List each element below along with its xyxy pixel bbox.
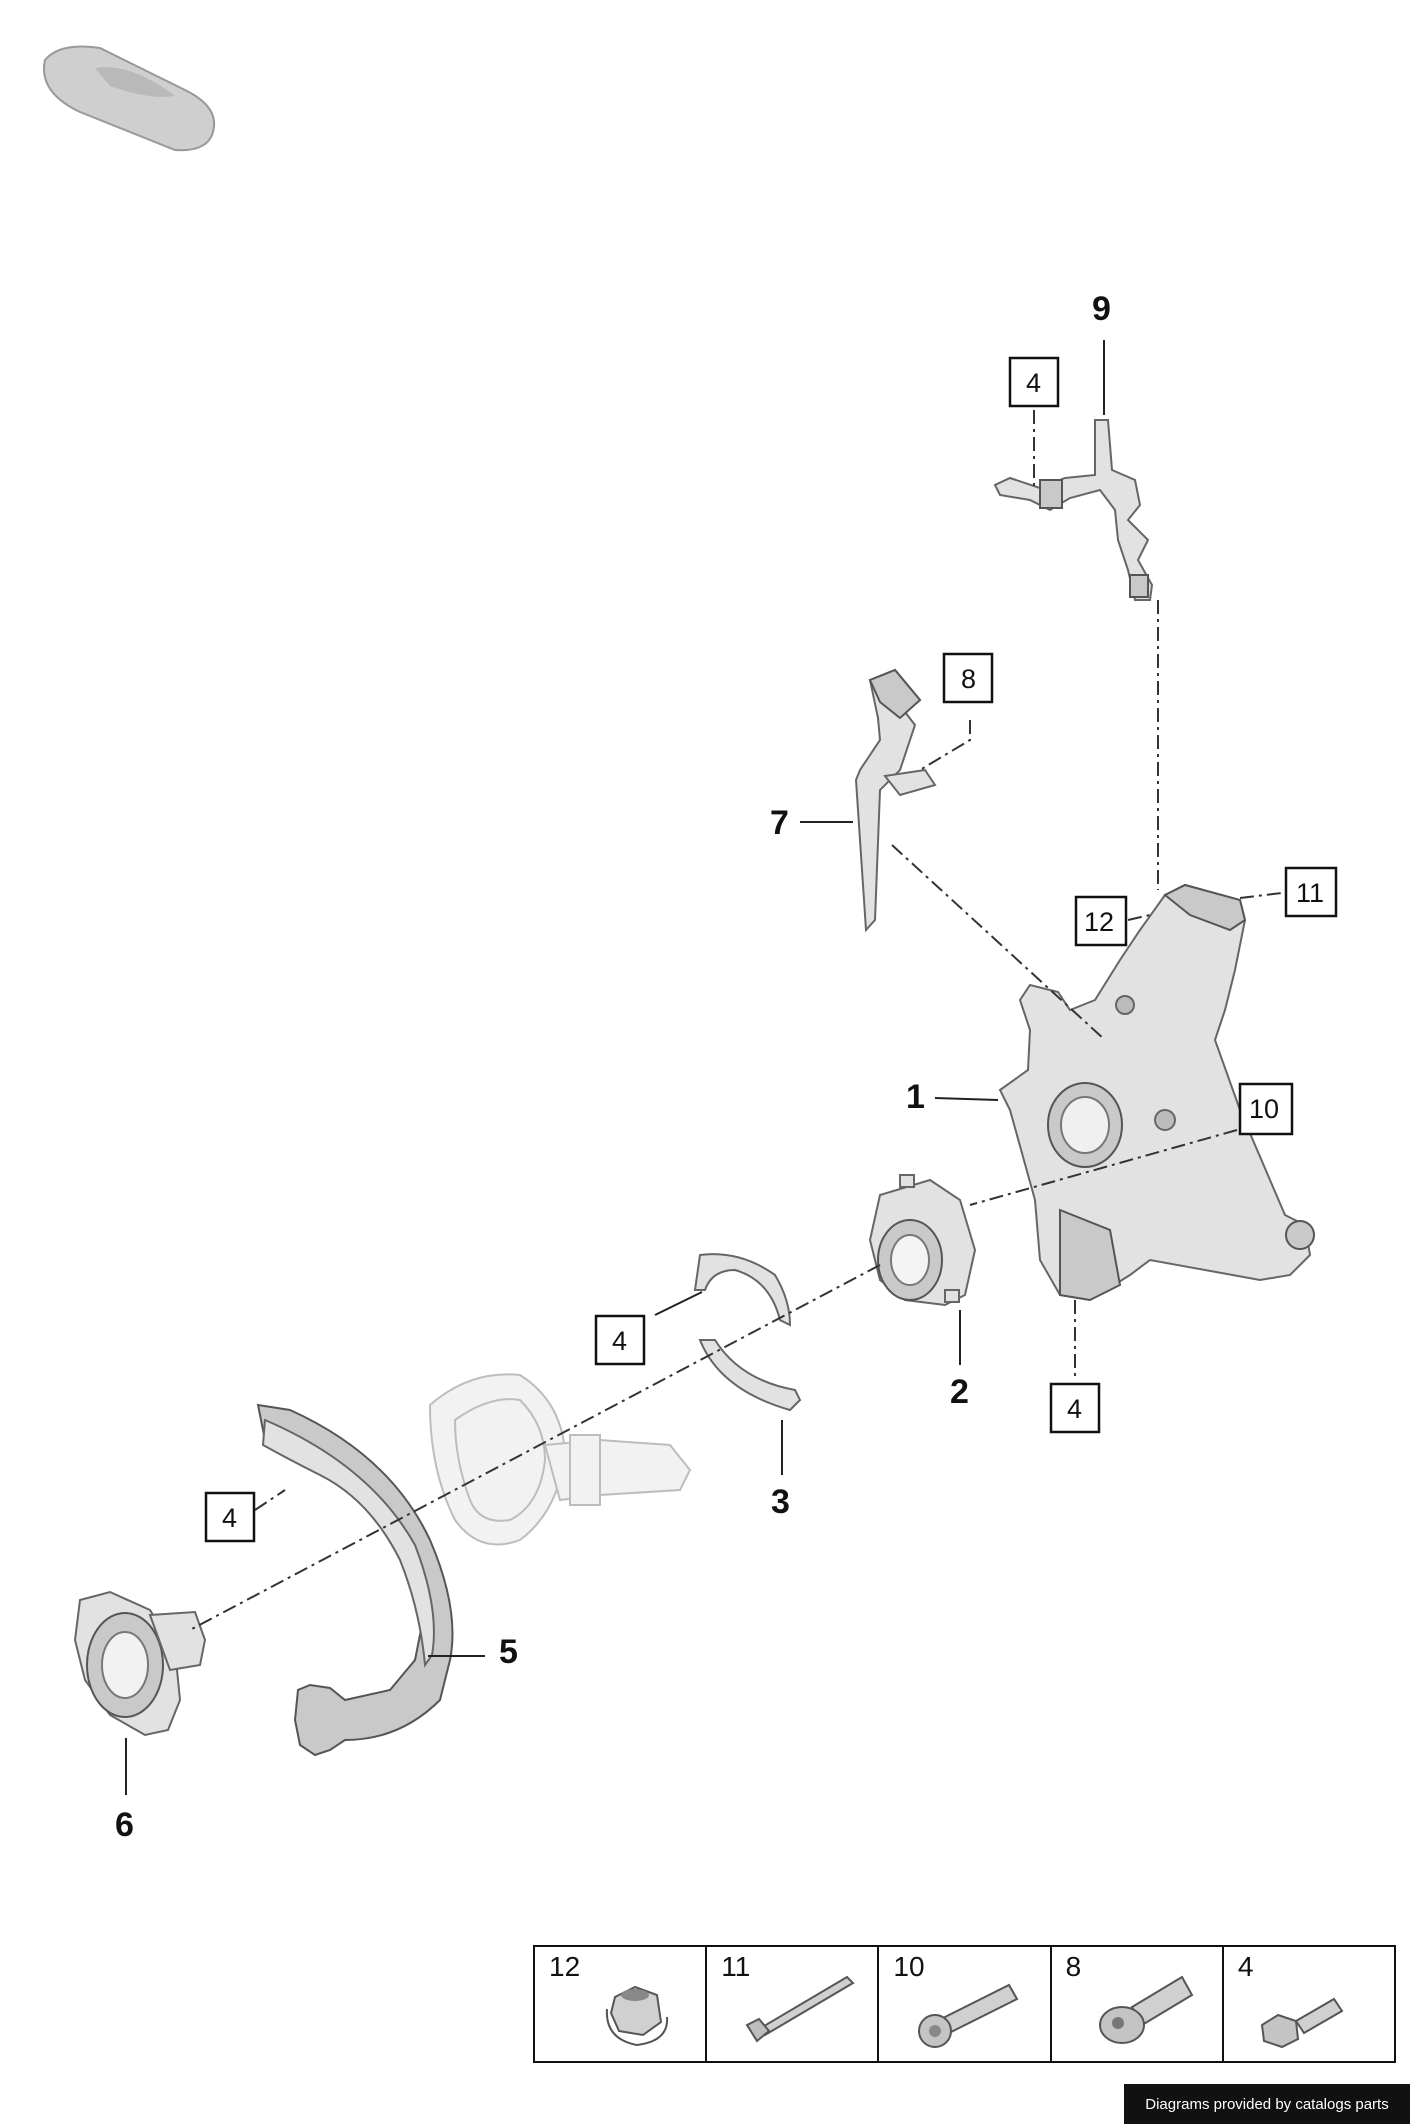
part-5-backing-plate — [256, 1403, 454, 1757]
legend-number: 12 — [549, 1951, 581, 1982]
parking-brake-assembly — [428, 1373, 692, 1546]
legend-number: 8 — [1065, 1951, 1082, 1982]
callout-6: 6 — [115, 1806, 134, 1844]
svg-text:4: 4 — [612, 1326, 627, 1356]
callout-5: 5 — [499, 1633, 518, 1671]
axis-4-shield — [254, 1489, 286, 1511]
axis-10 — [969, 1129, 1238, 1206]
callout-7: 7 — [770, 804, 789, 842]
fastener-legend: 12 11 10 8 4 — [533, 1945, 1396, 2063]
legend-cell-11: 11 — [707, 1947, 880, 2061]
leader-4-left — [654, 1291, 703, 1316]
long-bolt-icon — [745, 1975, 855, 2043]
box-4-shield: 4 — [204, 1491, 256, 1543]
part-9-sensor-bracket — [993, 419, 1154, 601]
box-12: 12 — [1074, 895, 1128, 947]
svg-text:4: 4 — [1026, 368, 1041, 398]
leader-1 — [934, 1097, 999, 1101]
legend-cell-10: 10 — [879, 1947, 1052, 2061]
part-2-wheel-bearing — [868, 1174, 977, 1307]
svg-text:11: 11 — [1296, 878, 1324, 908]
box-8: 8 — [942, 652, 994, 704]
box-4-top: 4 — [1008, 356, 1060, 408]
axis-11 — [1239, 892, 1283, 899]
legend-number: 11 — [721, 1951, 751, 1982]
flange-nut-icon — [605, 1985, 669, 2047]
part-7-speed-sensor — [854, 668, 937, 933]
axis-8 — [919, 720, 971, 771]
callout-2: 2 — [950, 1373, 969, 1411]
part-1-wheel-carrier — [998, 883, 1315, 1302]
main-wheel-axis — [189, 1264, 881, 1631]
credit-banner: Diagrams provided by catalogs parts — [1124, 2084, 1410, 2124]
svg-text:8: 8 — [961, 664, 976, 694]
axis-7-to-knuckle — [891, 844, 1106, 1041]
svg-text:12: 12 — [1084, 907, 1114, 937]
callout-9: 9 — [1092, 290, 1111, 328]
box-11: 11 — [1284, 866, 1338, 918]
hex-bolt-icon — [1260, 1997, 1344, 2049]
part-6-wheel-hub — [73, 1590, 207, 1737]
part-3-brake-shield — [693, 1253, 802, 1412]
legend-number: 4 — [1237, 1951, 1254, 1982]
legend-cell-12: 12 — [535, 1947, 708, 2061]
axis-12 — [1127, 914, 1151, 921]
box-10: 10 — [1238, 1082, 1294, 1136]
svg-text:10: 10 — [1249, 1094, 1279, 1124]
box-4-right: 4 — [1049, 1382, 1101, 1434]
torx-bolt-icon — [918, 1983, 1019, 2048]
box-4-left: 4 — [594, 1314, 646, 1366]
car-thumbnail-icon — [43, 45, 216, 152]
legend-cell-4: 4 — [1224, 1947, 1394, 2061]
legend-number: 10 — [893, 1951, 925, 1982]
callout-1: 1 — [906, 1078, 925, 1116]
svg-text:4: 4 — [222, 1503, 237, 1533]
legend-cell-8: 8 — [1052, 1947, 1224, 2061]
svg-text:4: 4 — [1067, 1394, 1082, 1424]
hex-socket-bolt-icon — [1098, 1975, 1193, 2044]
callout-3: 3 — [771, 1483, 790, 1521]
